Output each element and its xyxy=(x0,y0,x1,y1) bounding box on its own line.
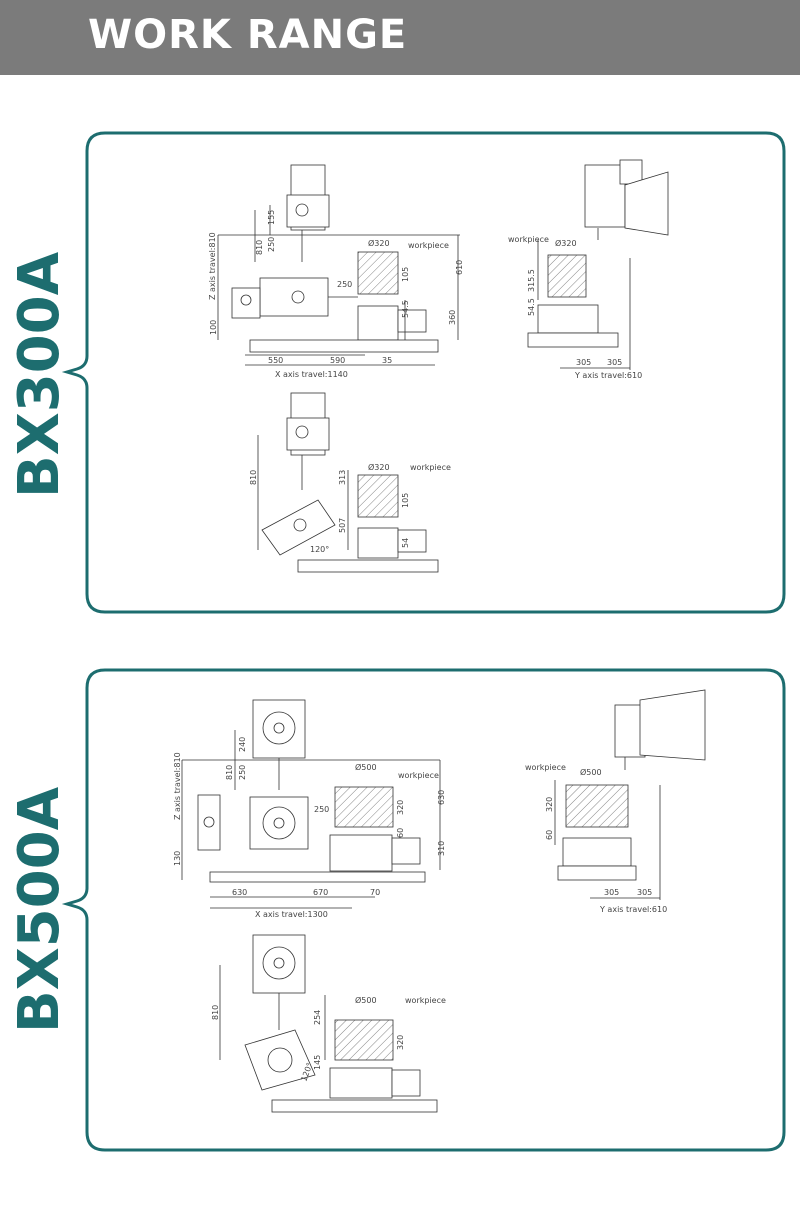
bx500a-dim-70: 70 xyxy=(370,888,380,897)
bx300a-dim-155: 155 xyxy=(267,210,276,225)
bx300a-dim-610: 610 xyxy=(455,260,464,275)
bx500a-x-travel: X axis travel:1300 xyxy=(255,910,328,919)
bx500a-side-view xyxy=(181,699,441,909)
bx500a-dim-250b: 250 xyxy=(314,805,329,814)
bx500a-front-dim-60: 60 xyxy=(545,830,554,840)
bx500a-dim-810: 810 xyxy=(225,765,234,780)
bx300a-dim-100: 100 xyxy=(209,320,218,335)
bx500a-tilt-dim-810: 810 xyxy=(211,1005,220,1020)
bx300a-dia: Ø320 xyxy=(368,238,390,248)
bx500a-workpiece-label: workpiece xyxy=(398,771,439,780)
bx300a-dim-105: 105 xyxy=(401,267,410,282)
bx500a-front-view xyxy=(554,689,706,900)
bx300a-dim-35: 35 xyxy=(382,356,392,365)
bx500a-front-dia: Ø500 xyxy=(580,767,602,777)
bx500a-dim-630x: 630 xyxy=(232,888,247,897)
bx300a-x-travel: X axis travel:1140 xyxy=(275,370,348,379)
bx300a-workpiece-label: workpiece xyxy=(408,241,449,250)
bx300a-dim-54: 54.5 xyxy=(401,300,410,318)
bx300a-side-view xyxy=(217,164,460,366)
bx300a-tilt-dim-105: 105 xyxy=(401,493,410,508)
bx300a-front-dim-545: 54.5 xyxy=(527,298,536,316)
bx500a-dim-310: 310 xyxy=(437,841,446,856)
bx500a-tilt-dim-320: 320 xyxy=(396,1035,405,1050)
panel-frame-bx500a xyxy=(61,668,786,1152)
bx300a-dim-590: 590 xyxy=(330,356,345,365)
bx300a-dim-550: 550 xyxy=(268,356,283,365)
bx500a-front-workpiece-label: workpiece xyxy=(525,763,566,772)
bx300a-z-travel: Z axis travel:810 xyxy=(208,232,217,300)
bx500a-dim-240: 240 xyxy=(238,737,247,752)
bx300a-tilt-dim-54: 54 xyxy=(401,538,410,548)
bx300a-tilt-angle: 120° xyxy=(310,545,329,554)
bx300a-dim-360: 360 xyxy=(448,310,457,325)
page-title: WORK RANGE xyxy=(88,12,408,58)
bx300a-y-travel: Y axis travel:610 xyxy=(574,371,642,380)
bx500a-y-travel: Y axis travel:610 xyxy=(599,905,667,914)
bx500a-dim-670: 670 xyxy=(313,888,328,897)
bx500a-dim-630: 630 xyxy=(437,790,446,805)
bx300a-front-dia: Ø320 xyxy=(555,238,577,248)
bx300a-front-dim-3155: 315.5 xyxy=(527,269,536,292)
bx300a-tilt-dim-507: 507 xyxy=(338,518,347,533)
bx500a-tilt-workpiece-label: workpiece xyxy=(405,996,446,1005)
bx300a-dim-250b: 250 xyxy=(337,280,352,289)
header-bar: WORK RANGE xyxy=(0,0,800,75)
bx500a-dim-130: 130 xyxy=(173,851,182,866)
bx500a-dia: Ø500 xyxy=(355,762,377,772)
bx500a-tilt-dia: Ø500 xyxy=(355,995,377,1005)
bx500a-z-travel: Z axis travel:810 xyxy=(173,752,182,820)
bx300a-front-dim-305b: 305 xyxy=(607,358,622,367)
bx500a-tilt-dim-145: 145 xyxy=(313,1055,322,1070)
bx500a-dim-320: 320 xyxy=(396,800,405,815)
bx300a-tilt-workpiece-label: workpiece xyxy=(410,463,451,472)
bx500a-front-dim-305b: 305 xyxy=(637,888,652,897)
bx500a-front-dim-305a: 305 xyxy=(604,888,619,897)
bx500a-tilt-view xyxy=(219,934,438,1113)
bx300a-dim-810: 810 xyxy=(255,240,264,255)
bx500a-tilt-dim-254: 254 xyxy=(313,1010,322,1025)
bx300a-tilt-dim-313: 313 xyxy=(338,470,347,485)
bx300a-tilt-view xyxy=(257,392,439,573)
bx300a-dim-250: 250 xyxy=(267,237,276,252)
bx300a-front-view xyxy=(527,159,669,370)
bx300a-tilt-dia: Ø320 xyxy=(368,462,390,472)
panel-frame-bx300a xyxy=(61,131,786,614)
bx300a-front-dim-305a: 305 xyxy=(576,358,591,367)
bx500a-dim-250: 250 xyxy=(238,765,247,780)
bx300a-tilt-dim-810: 810 xyxy=(249,470,258,485)
bx500a-dim-60: 60 xyxy=(396,828,405,838)
bx300a-front-workpiece-label: workpiece xyxy=(508,235,549,244)
bx500a-front-dim-320: 320 xyxy=(545,797,554,812)
